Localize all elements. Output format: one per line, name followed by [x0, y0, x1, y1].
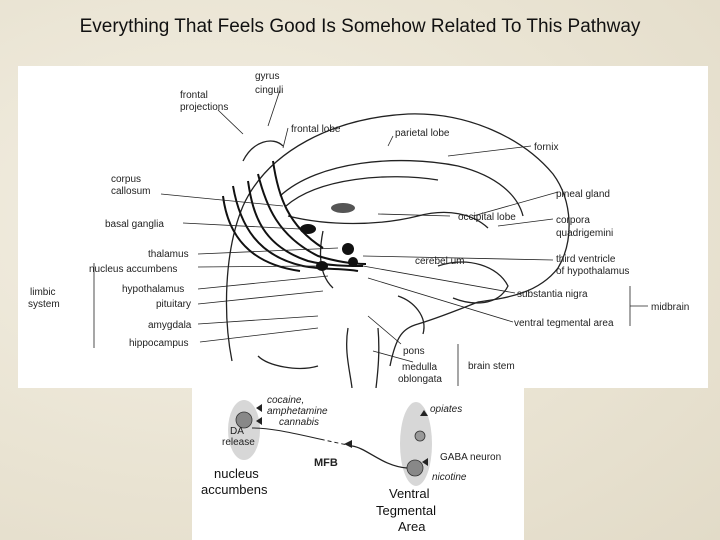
brain-outline	[225, 113, 570, 389]
label-limbic: limbic	[30, 287, 56, 298]
nucleus-accumbens-region	[228, 400, 260, 460]
label-amygdala: amygdala	[148, 320, 192, 331]
label-accumbens: accumbens	[201, 482, 268, 497]
label-nicotine: nicotine	[432, 472, 467, 483]
label-amphetamine: amphetamine	[267, 406, 328, 417]
label-oblongata: oblongata	[398, 374, 442, 385]
label-frontal-lobe: frontal lobe	[291, 124, 341, 135]
mfb-path	[351, 445, 408, 469]
reward-pathway-panel: cocaine, amphetamine cannabis DA release…	[192, 388, 524, 540]
label-hypothalamus: hypothalamus	[122, 284, 184, 295]
label-pituitary: pituitary	[156, 299, 191, 310]
label-ventral: Ventral	[389, 486, 430, 501]
label-cocaine: cocaine,	[267, 395, 304, 406]
accumbens-link	[251, 427, 325, 441]
label-medulla: medulla	[402, 362, 437, 373]
label-nucleus: nucleus	[214, 466, 259, 481]
label-gaba-neuron: GABA neuron	[440, 452, 501, 463]
mfb-dashed-path	[323, 439, 353, 447]
label-basal-ganglia: basal ganglia	[105, 219, 164, 230]
label-occipital-lobe: occipital lobe	[458, 212, 516, 223]
label-cannabis: cannabis	[279, 417, 319, 428]
label-brain-stem: brain stem	[468, 361, 515, 372]
drug-action-arrows	[256, 404, 428, 466]
reward-pathway-diagram: cocaine, amphetamine cannabis DA release…	[201, 395, 501, 534]
label-release: release	[222, 437, 255, 448]
brain-diagram-panel: gyrus cinguli frontal projections fronta…	[18, 66, 708, 389]
brain-nuclei	[300, 203, 358, 271]
label-of-hypothalamus: of hypothalamus	[556, 266, 629, 277]
label-opiates: opiates	[430, 404, 462, 415]
vta-neuron	[406, 459, 424, 477]
label-substantia-nigra: substantia nigra	[517, 289, 588, 300]
mfb-arrowhead	[344, 440, 352, 448]
label-cerebellum: cerebel um	[415, 256, 464, 267]
label-system: system	[28, 299, 60, 310]
label-third-ventricle: third ventricle	[556, 254, 616, 265]
nucleus-accumbens-neuron	[235, 411, 253, 429]
label-projections: projections	[180, 102, 228, 113]
label-corpus: corpus	[111, 174, 141, 185]
label-pons: pons	[403, 346, 425, 357]
label-leader-lines	[93, 89, 648, 386]
label-gyrus: gyrus	[255, 71, 279, 82]
label-tegmental: Tegmental	[376, 503, 436, 518]
label-ventral-tegmental-area: ventral tegmental area	[514, 318, 614, 329]
label-frontal: frontal	[180, 90, 208, 101]
label-quadrigemini: quadrigemini	[556, 228, 613, 239]
label-fornix: fornix	[534, 142, 558, 153]
label-mfb: MFB	[314, 457, 338, 469]
gaba-neuron	[414, 430, 426, 442]
label-nucleus-accumbens: nucleus accumbens	[89, 264, 177, 275]
label-area: Area	[398, 519, 426, 534]
slide-title: Everything That Feels Good Is Somehow Re…	[79, 16, 641, 37]
projection-fibers	[222, 160, 367, 272]
label-callosum: callosum	[111, 186, 150, 197]
brain-diagram: gyrus cinguli frontal projections fronta…	[28, 71, 689, 389]
label-pineal-gland: pineal gland	[556, 189, 610, 200]
label-parietal-lobe: parietal lobe	[395, 128, 450, 139]
label-thalamus: thalamus	[148, 249, 189, 260]
label-cinguli: cinguli	[255, 85, 283, 96]
label-hippocampus: hippocampus	[129, 338, 188, 349]
label-corpora: corpora	[556, 215, 590, 226]
label-midbrain: midbrain	[651, 302, 689, 313]
label-da: DA	[230, 426, 244, 437]
